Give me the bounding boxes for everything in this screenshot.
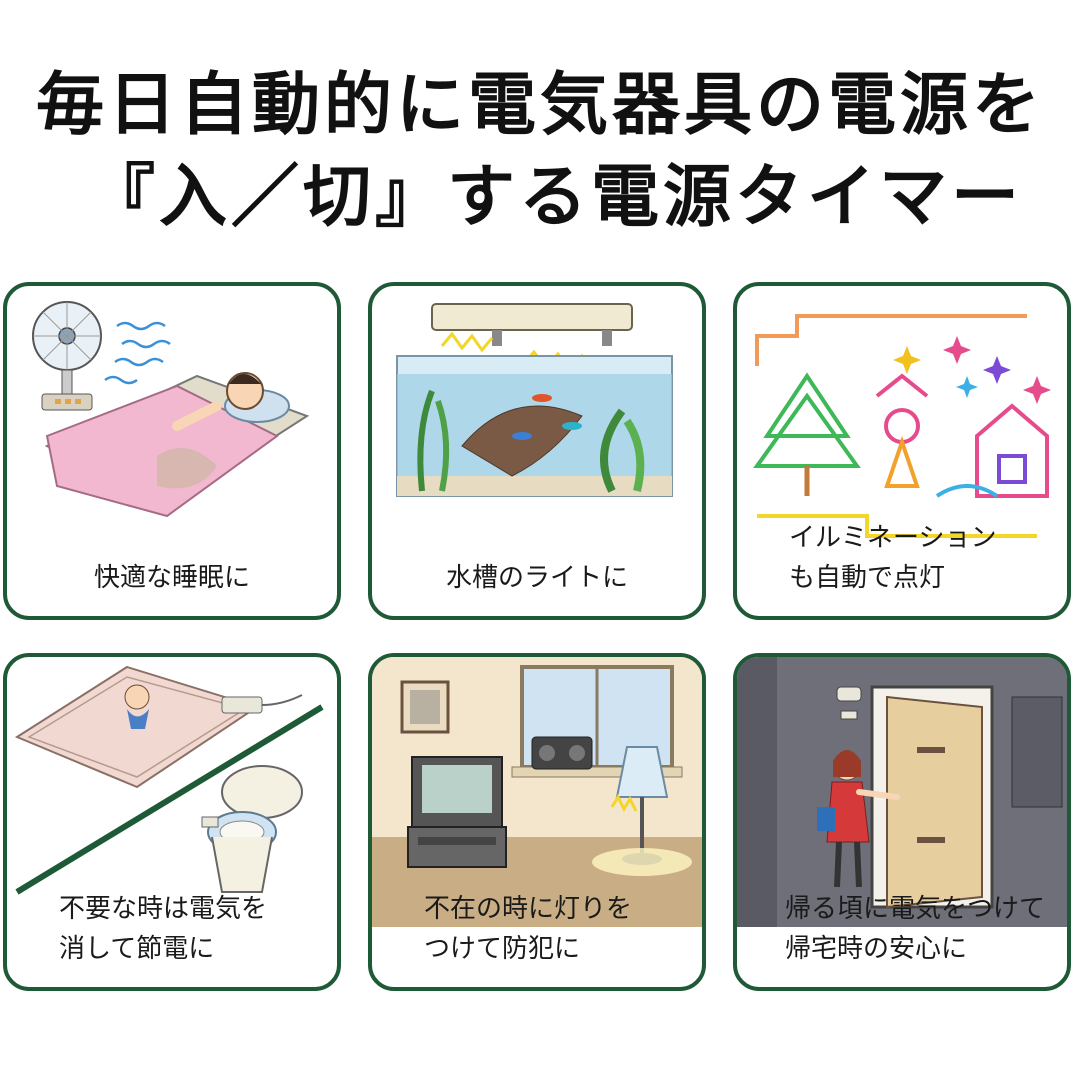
usage-card-caption: 快適な睡眠に	[7, 558, 337, 598]
caption-line: 快適な睡眠に	[93, 563, 250, 593]
caption-line: 不要な時は電気を	[59, 894, 268, 924]
usage-card-sleep: 快適な睡眠に	[3, 282, 341, 620]
usage-card-security: 不在の時に灯りを つけて防犯に	[368, 653, 706, 991]
headline-line-2: 『入／切』する電源タイマー	[86, 158, 1023, 237]
living-room-lamp-icon	[372, 657, 702, 927]
usage-card-caption: 不在の時に灯りを つけて防犯に	[372, 889, 702, 969]
usage-card-aquarium: 水槽のライトに	[368, 282, 706, 620]
usage-card-caption: 不要な時は電気を 消して節電に	[7, 889, 337, 969]
caption-line: 不在の時に灯りを	[424, 894, 633, 924]
caption-line: イルミネーション	[789, 523, 997, 553]
heated-carpet-and-toilet-icon	[14, 665, 324, 895]
headline-line-1: 毎日自動的に電気器具の電源を	[35, 66, 1044, 145]
usage-card-energy-saving: 不要な時は電気を 消して節電に	[3, 653, 341, 991]
usage-card-caption: 水槽のライトに	[372, 558, 702, 598]
caption-line: も自動で点灯	[789, 563, 946, 593]
caption-line: 水槽のライトに	[445, 563, 628, 593]
usage-card-caption: 帰る頃に電気をつけて 帰宅時の安心に	[737, 889, 1067, 969]
entrance-light-icon	[737, 657, 1067, 927]
usage-card-illumination: イルミネーション も自動で点灯	[733, 282, 1071, 620]
usage-card-homecoming: 帰る頃に電気をつけて 帰宅時の安心に	[733, 653, 1071, 991]
usage-card-caption: イルミネーション も自動で点灯	[737, 518, 1067, 598]
sleeping-with-fan-icon	[32, 301, 310, 518]
caption-line: 帰る頃に電気をつけて	[785, 894, 1046, 924]
aquarium-light-icon	[396, 303, 673, 497]
caption-line: 帰宅時の安心に	[785, 934, 968, 964]
illumination-lights-icon	[753, 314, 1051, 538]
headline: 毎日自動的に電気器具の電源を 『入／切』する電源タイマー	[0, 60, 1080, 244]
caption-line: 消して節電に	[59, 934, 215, 964]
caption-line: つけて防犯に	[424, 934, 581, 964]
